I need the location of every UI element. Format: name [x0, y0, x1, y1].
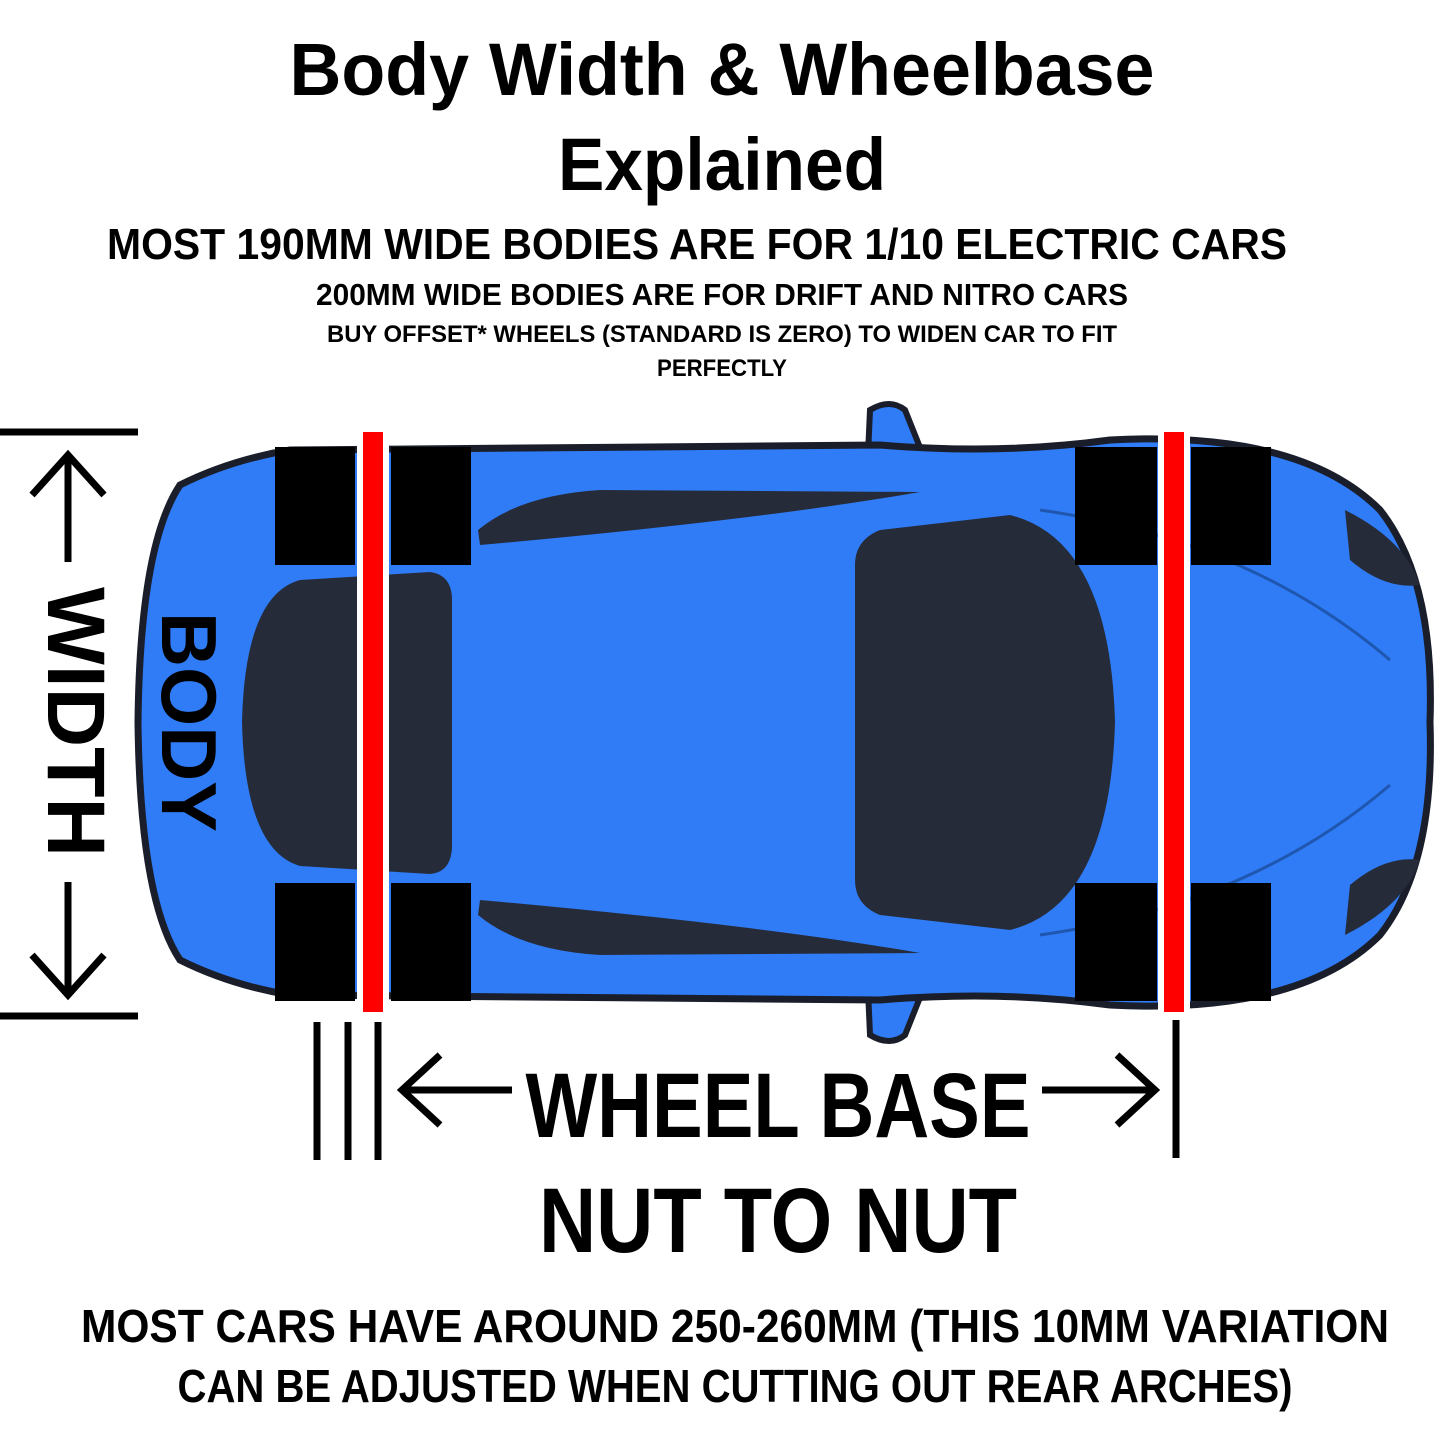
- front-axle-line: [363, 432, 383, 1012]
- subtitle-line-2: 200MM WIDE BODIES ARE FOR DRIFT AND NITR…: [316, 277, 1128, 312]
- wheel-rear-left-outer: [1191, 447, 1271, 565]
- rear-axle-line: [1164, 432, 1184, 1012]
- wheel-rear-left-inner: [1075, 447, 1157, 565]
- width-indicator: [0, 428, 138, 1020]
- arrow-right-icon: [1114, 1052, 1161, 1128]
- wheel-rear-right-inner: [1075, 883, 1157, 1001]
- subtitle-line-3: BUY OFFSET* WHEELS (STANDARD IS ZERO) TO…: [327, 321, 1117, 348]
- wheel-base-label: WHEEL BASE: [526, 1055, 1031, 1157]
- title-line-1: Body Width & Wheelbase: [290, 28, 1155, 111]
- body-label: BODY: [145, 612, 233, 832]
- footer-line-1: MOST CARS HAVE AROUND 250-260MM (THIS 10…: [81, 1300, 1389, 1352]
- width-label: WIDTH: [30, 587, 121, 857]
- title-line-2: Explained: [558, 123, 886, 206]
- wheels: [275, 447, 1271, 1001]
- arrow-left-icon: [396, 1052, 443, 1128]
- rear-light-top: [1345, 510, 1420, 586]
- wheel-front-right-outer: [275, 883, 355, 1001]
- footer-line-2: CAN BE ADJUSTED WHEN CUTTING OUT REAR AR…: [178, 1360, 1293, 1412]
- wheel-rear-right-outer: [1191, 883, 1271, 1001]
- arrow-up-icon: [29, 449, 107, 498]
- subtitle-line-4: PERFECTLY: [657, 355, 787, 382]
- side-window-bottom: [478, 900, 920, 955]
- wheel-front-left-inner: [391, 447, 471, 565]
- wheel-front-right-inner: [391, 883, 471, 1001]
- rear-window: [855, 515, 1115, 930]
- nut-to-nut-label: NUT TO NUT: [539, 1170, 1017, 1272]
- front-windshield: [242, 572, 452, 874]
- side-window-top: [478, 490, 920, 545]
- wheel-front-left-outer: [275, 447, 355, 565]
- car-top-view: [134, 401, 1434, 1044]
- subtitle-line-1: MOST 190MM WIDE BODIES ARE FOR 1/10 ELEC…: [107, 220, 1287, 269]
- arrow-down-icon: [29, 952, 107, 1001]
- wheelbase-indicator: [313, 1020, 1180, 1160]
- car-body: [134, 435, 1434, 1010]
- rear-light-bottom: [1345, 859, 1420, 935]
